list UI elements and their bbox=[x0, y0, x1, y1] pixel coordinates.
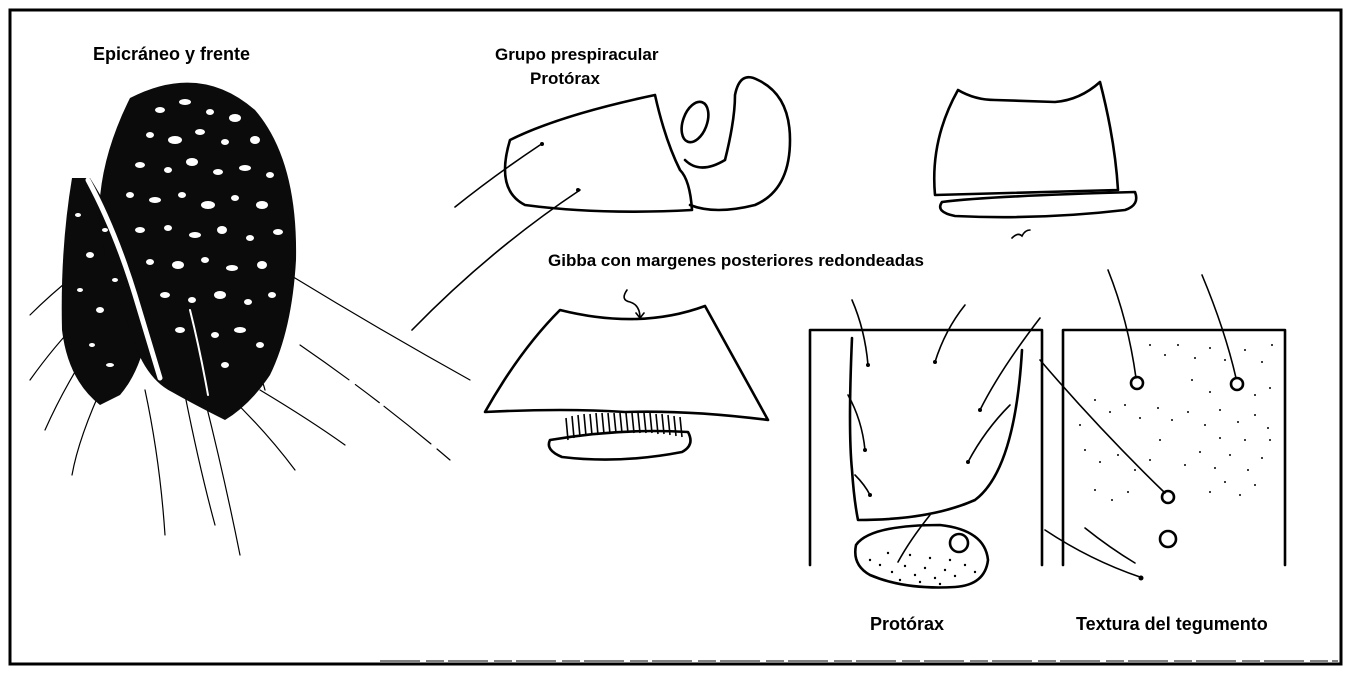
protorax-inner-plate bbox=[850, 338, 1022, 520]
texture-stipple bbox=[1079, 344, 1273, 501]
pronotal-shield-drawing bbox=[934, 82, 1136, 238]
label-protorax: Protórax bbox=[870, 614, 944, 634]
texture-setal-ring bbox=[1160, 531, 1176, 547]
texture-setal-ring bbox=[1231, 378, 1243, 390]
texture-box bbox=[1063, 330, 1285, 565]
label-gibba: Gibba con margenes posteriores redondead… bbox=[548, 251, 924, 270]
protorax-spiracular-lobe bbox=[855, 525, 988, 588]
spiracle-ring bbox=[677, 98, 714, 146]
texture-setal-ring bbox=[1131, 377, 1143, 389]
pleural-lobe bbox=[685, 77, 790, 210]
label-textura: Textura del tegumento bbox=[1076, 614, 1268, 634]
head-capsule-drawing: Epicráneo y frente bbox=[30, 44, 470, 555]
texture-setal-ring bbox=[1162, 491, 1174, 503]
protorax-spiracle bbox=[950, 534, 968, 552]
posterior-margin-band bbox=[940, 192, 1136, 217]
gibba-drawing: Gibba con margenes posteriores redondead… bbox=[485, 251, 924, 460]
protorax-panel: Protórax bbox=[810, 300, 1042, 634]
pronotal-shield bbox=[934, 82, 1118, 195]
gibba-plate bbox=[485, 306, 768, 420]
label-epicraneo: Epicráneo y frente bbox=[93, 44, 250, 64]
prespiracular-group-drawing: Grupo prespiracular Protórax bbox=[412, 45, 790, 330]
gibba-lower-band bbox=[549, 431, 691, 460]
integument-texture-panel: Textura del tegumento bbox=[1040, 270, 1285, 634]
prespiracular-plate bbox=[505, 95, 692, 212]
label-grupo-prespiracular: Grupo prespiracular bbox=[495, 45, 659, 64]
label-grupo-protorax: Protórax bbox=[530, 69, 600, 88]
